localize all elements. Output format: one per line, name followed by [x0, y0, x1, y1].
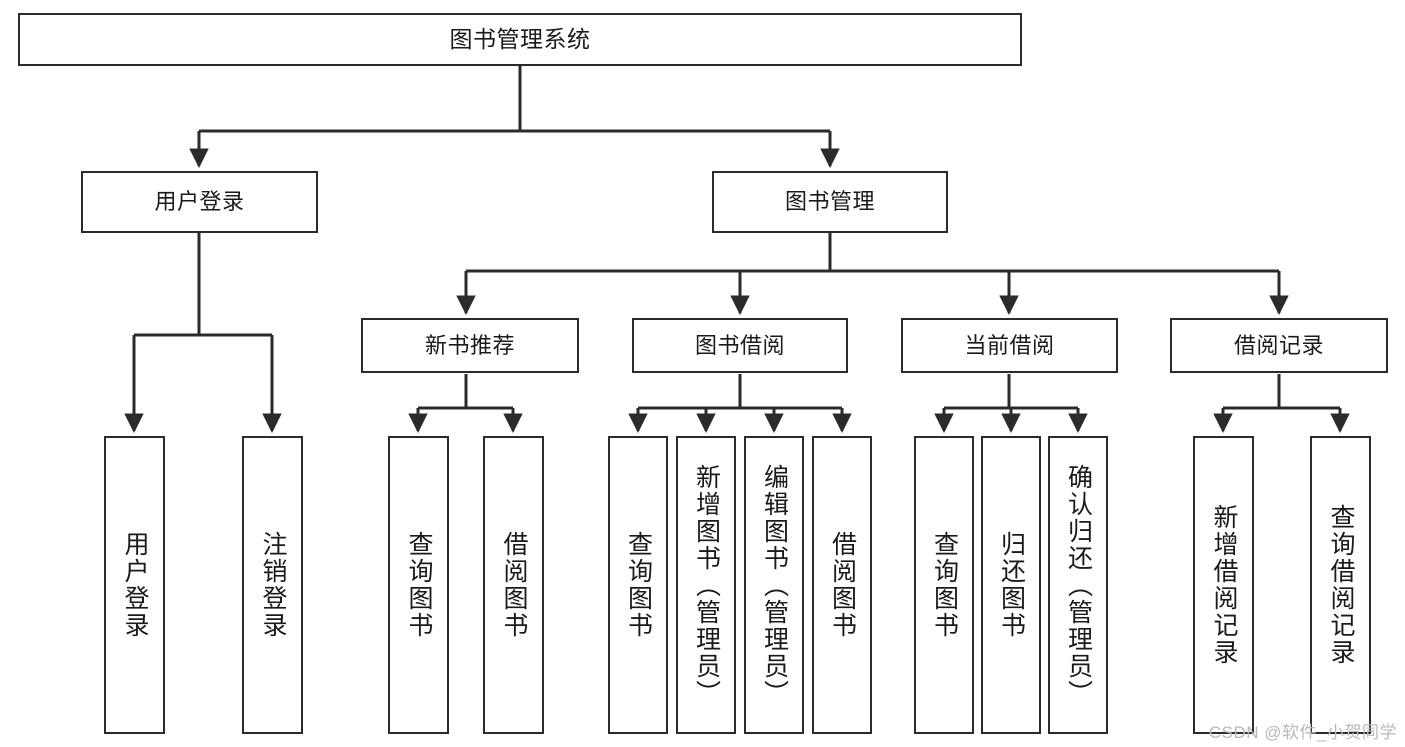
leaf-current-query-book-label: 查询图书	[930, 531, 959, 639]
leaf-records-query-record[interactable]: 查询借阅记录	[1310, 436, 1371, 734]
csdn-watermark: CSDN @软件_小贺同学	[1208, 723, 1397, 742]
node-book-management[interactable]: 图书管理	[712, 171, 948, 233]
leaf-newbook-query-book-label: 查询图书	[405, 531, 433, 639]
leaf-newbook-query-book[interactable]: 查询图书	[388, 436, 449, 734]
leaf-borrow-lend-book[interactable]: 借阅图书	[812, 436, 872, 734]
node-user-login[interactable]: 用户登录	[81, 171, 318, 233]
node-borrow-records[interactable]: 借阅记录	[1170, 318, 1388, 373]
leaf-current-confirm-return-admin-label: 确认归还（管理员）	[1064, 463, 1093, 707]
leaf-records-add-record[interactable]: 新增借阅记录	[1193, 436, 1254, 734]
node-book-borrow[interactable]: 图书借阅	[632, 318, 848, 373]
leaf-borrow-query-book-label: 查询图书	[624, 531, 653, 639]
leaf-user-logout[interactable]: 注销登录	[242, 436, 303, 734]
node-new-book-recommend[interactable]: 新书推荐	[361, 318, 579, 373]
leaf-records-query-record-label: 查询借阅记录	[1327, 504, 1355, 666]
node-book-management-label: 图书管理	[784, 189, 875, 215]
leaf-current-query-book[interactable]: 查询图书	[914, 436, 974, 734]
leaf-newbook-borrow-book[interactable]: 借阅图书	[483, 436, 544, 734]
leaf-borrow-lend-book-label: 借阅图书	[828, 531, 857, 639]
leaf-borrow-edit-book-admin-label: 编辑图书（管理员）	[760, 463, 789, 707]
node-book-borrow-label: 图书借阅	[694, 332, 785, 358]
leaf-borrow-edit-book-admin[interactable]: 编辑图书（管理员）	[744, 436, 804, 734]
leaf-borrow-add-book-admin-label: 新增图书（管理员）	[692, 463, 721, 707]
node-current-borrow-label: 当前借阅	[964, 332, 1055, 358]
leaf-newbook-borrow-book-label: 借阅图书	[500, 531, 528, 639]
leaf-records-add-record-label: 新增借阅记录	[1210, 504, 1238, 666]
node-user-login-label: 用户登录	[154, 189, 245, 215]
leaf-user-login[interactable]: 用户登录	[104, 436, 165, 734]
leaf-borrow-add-book-admin[interactable]: 新增图书（管理员）	[676, 436, 736, 734]
leaf-current-confirm-return-admin[interactable]: 确认归还（管理员）	[1048, 436, 1108, 734]
node-root-label: 图书管理系统	[449, 26, 591, 53]
node-borrow-records-label: 借阅记录	[1233, 332, 1324, 358]
leaf-user-login-label: 用户登录	[121, 531, 149, 639]
node-new-book-recommend-label: 新书推荐	[424, 332, 515, 358]
leaf-user-logout-label: 注销登录	[259, 531, 287, 639]
leaf-current-return-book[interactable]: 归还图书	[981, 436, 1041, 734]
leaf-borrow-query-book[interactable]: 查询图书	[608, 436, 668, 734]
node-root[interactable]: 图书管理系统	[18, 13, 1022, 66]
node-current-borrow[interactable]: 当前借阅	[901, 318, 1118, 373]
leaf-current-return-book-label: 归还图书	[997, 531, 1026, 639]
